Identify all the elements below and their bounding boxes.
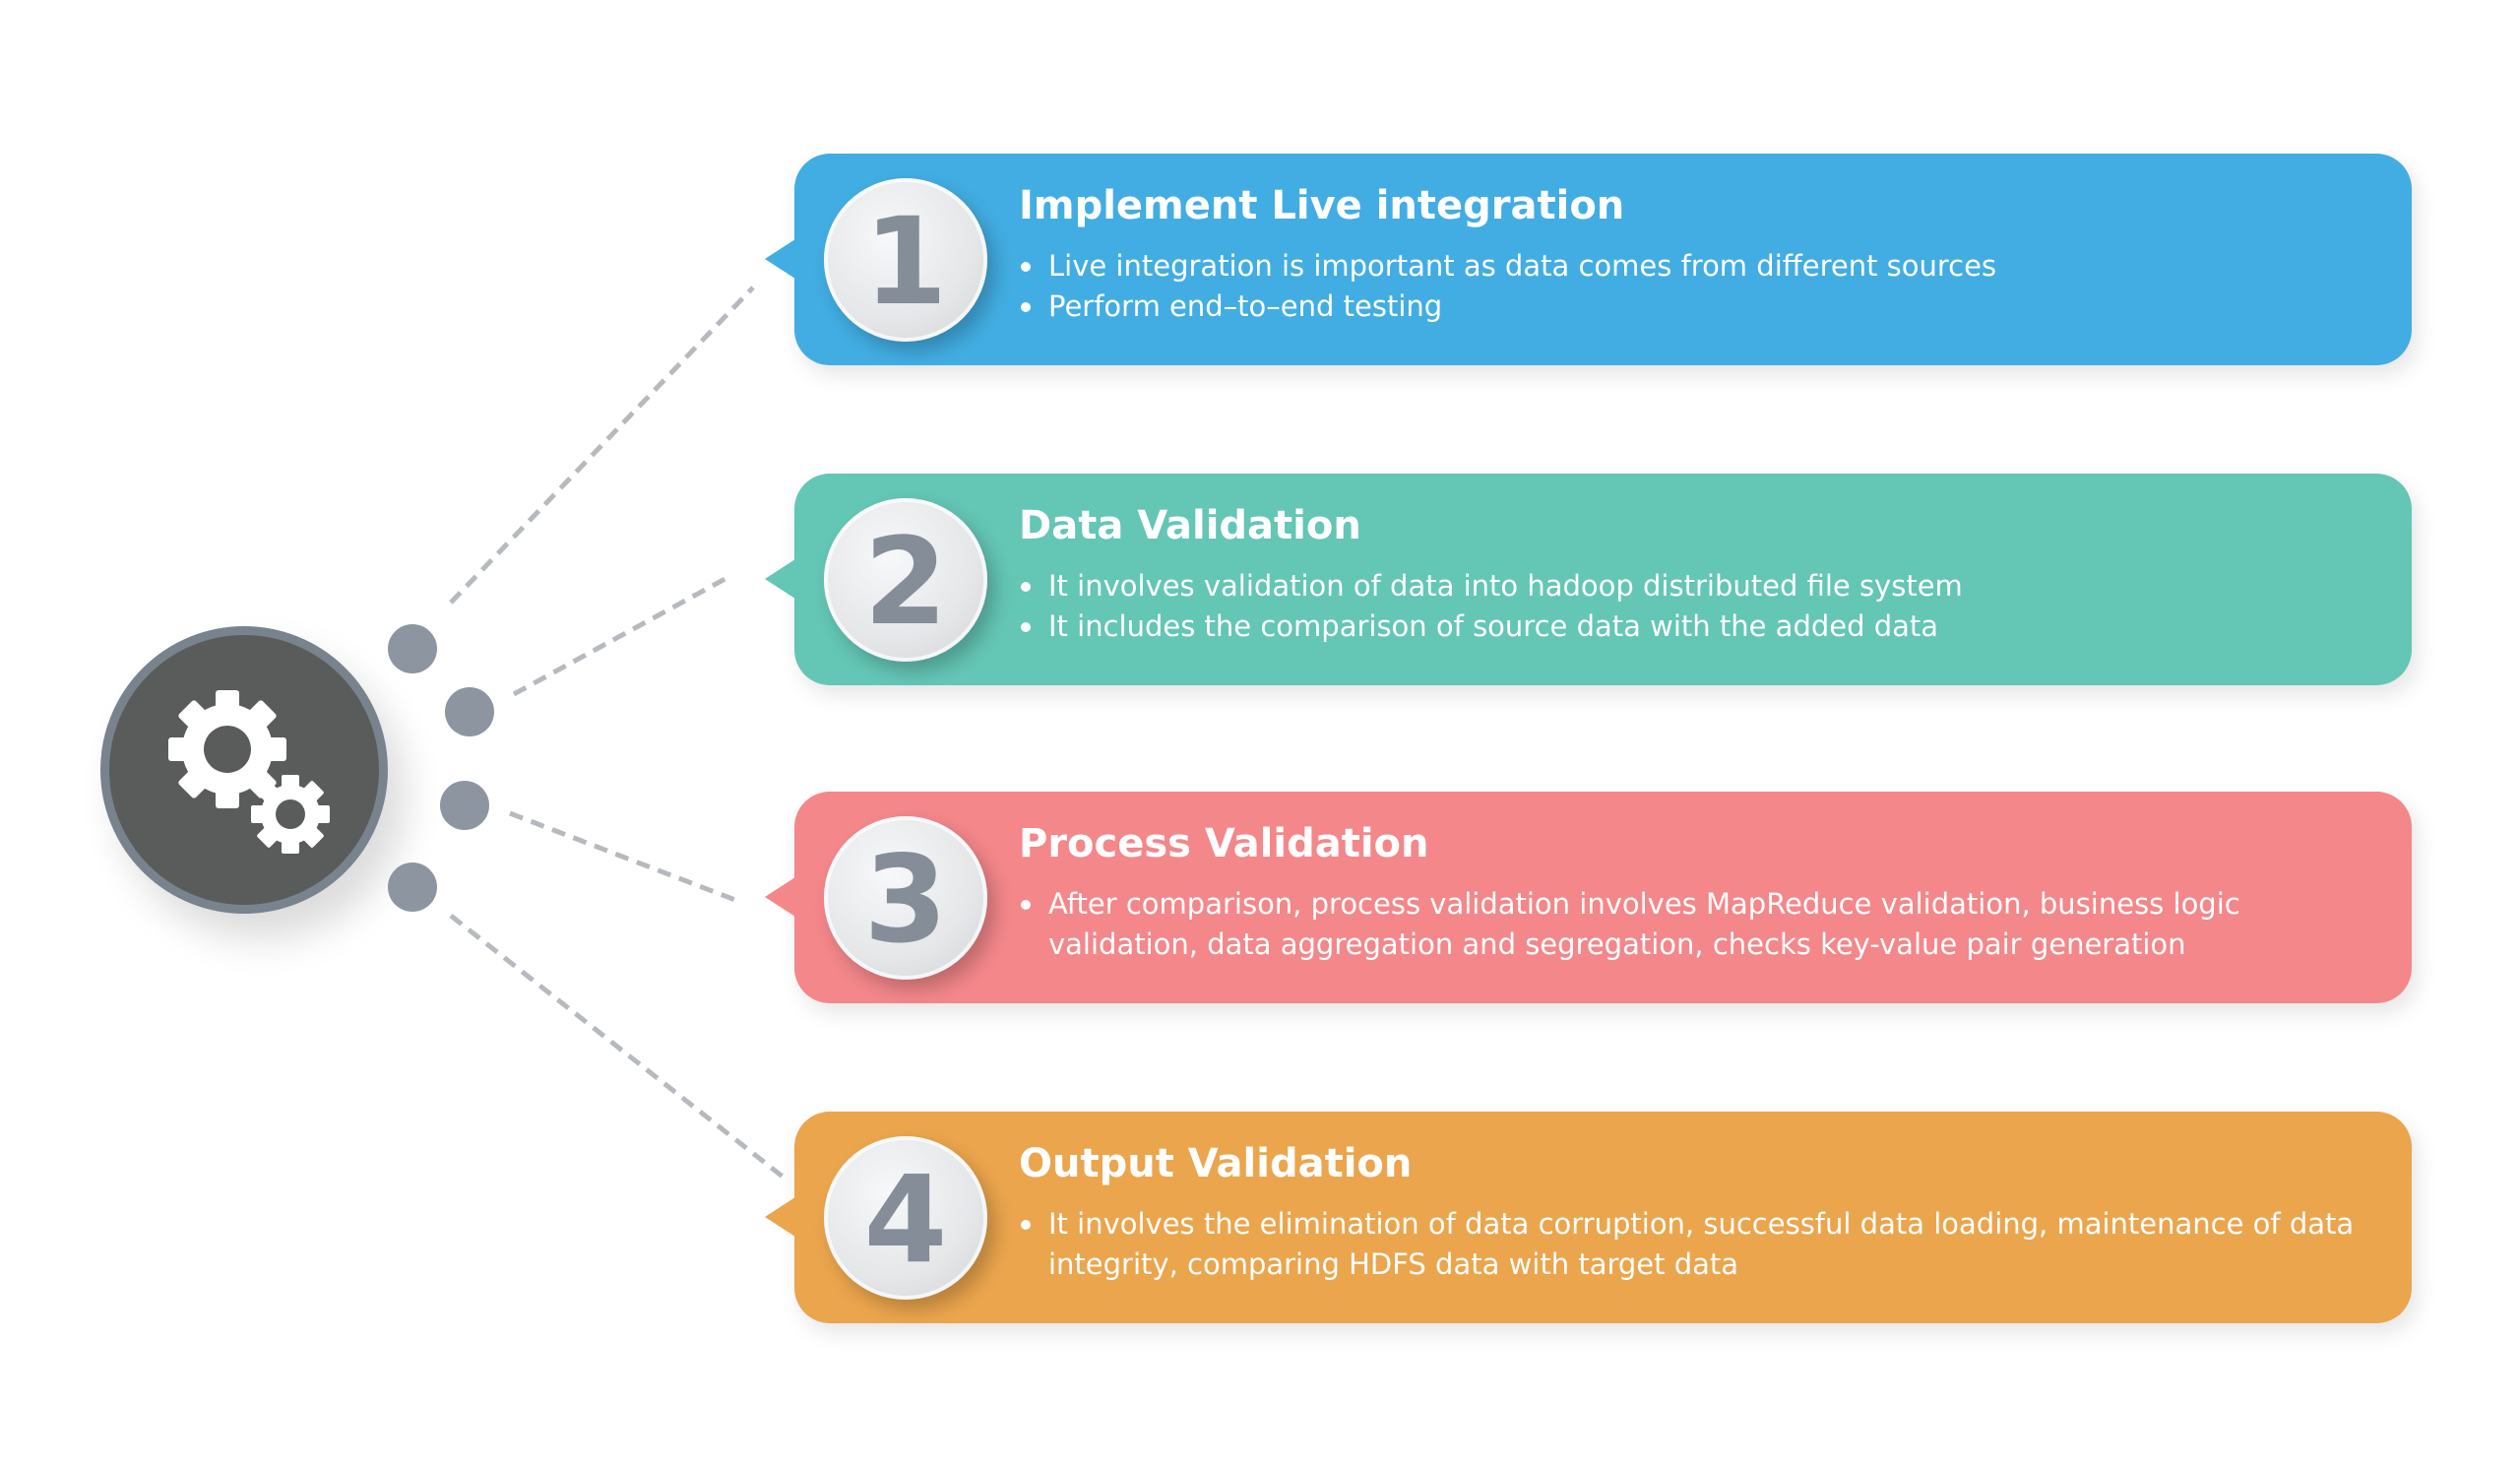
step-bullet: It includes the comparison of source dat… [1019,606,2387,647]
step-title: Output Validation [1019,1141,1413,1186]
connector-line-2 [512,573,732,697]
step-number-badge: 3 [824,816,987,980]
step-bullet: Perform end–to–end testing [1019,287,2387,327]
step-bullet-list: After comparison, process validation inv… [1019,884,2387,965]
connector-line-4 [449,914,785,1179]
step-bullet: Live integration is important as data co… [1019,246,2387,287]
connector-dot-2 [445,687,494,736]
step-number-badge: 4 [824,1136,987,1300]
card-pointer [765,875,798,919]
connector-line-1 [449,286,755,605]
connector-dot-4 [388,862,437,912]
card-pointer [765,557,798,601]
step-bullet-list: It involves the elimination of data corr… [1019,1204,2387,1285]
step-card-2: 2 Data Validation It involves validation… [765,474,2412,685]
step-bullet: It involves the elimination of data corr… [1019,1204,2387,1285]
step-bullet: It involves validation of data into hado… [1019,566,2387,606]
gears-icon [168,690,330,854]
step-number: 3 [863,830,948,970]
gears-hub [100,626,388,914]
connector-dot-3 [440,781,489,830]
step-bullet-list: Live integration is important as data co… [1019,246,2387,327]
step-title: Data Validation [1019,503,1361,548]
step-number-badge: 2 [824,498,987,662]
step-card-3: 3 Process Validation After comparison, p… [765,792,2412,1003]
step-number-badge: 1 [824,178,987,342]
step-number: 1 [863,192,948,332]
step-bullet: After comparison, process validation inv… [1019,884,2387,965]
step-title: Process Validation [1019,821,1429,866]
card-pointer [765,237,798,281]
step-number: 2 [863,512,948,652]
step-card-4: 4 Output Validation It involves the elim… [765,1112,2412,1323]
connector-dot-1 [388,624,437,673]
step-title: Implement Live integration [1019,183,1625,228]
step-card-1: 1 Implement Live integration Live integr… [765,154,2412,365]
connector-line-3 [509,810,741,905]
step-number: 4 [863,1150,948,1290]
card-pointer [765,1195,798,1239]
step-bullet-list: It involves validation of data into hado… [1019,566,2387,647]
